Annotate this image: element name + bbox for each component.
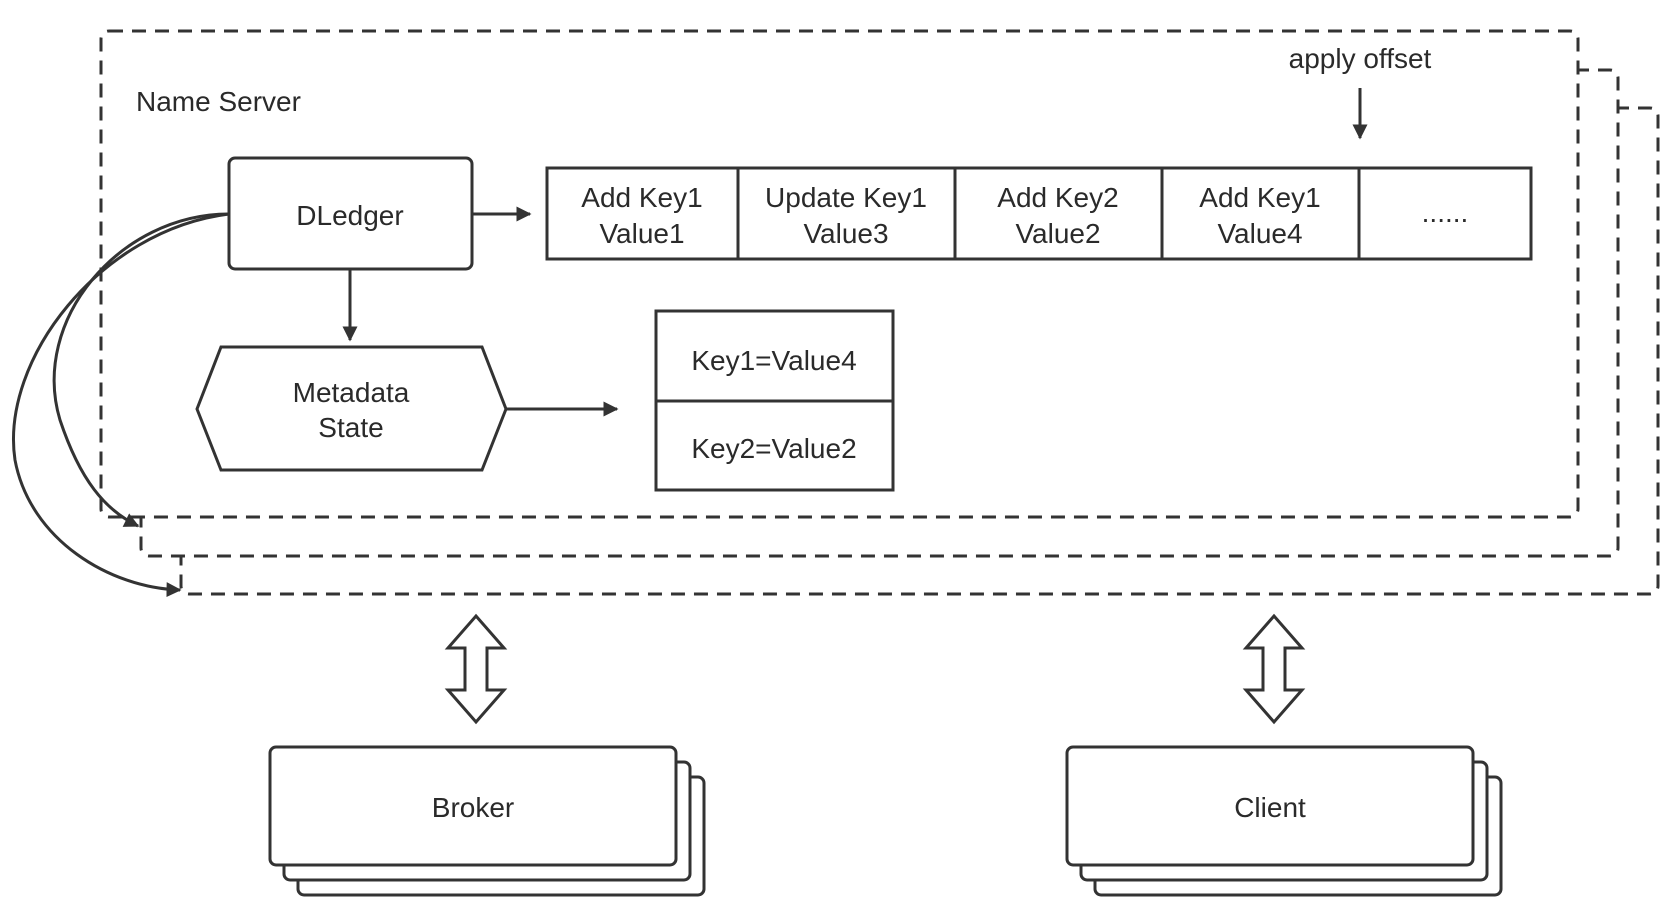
state-entry: Key1=Value4 [691, 345, 856, 376]
name-server-title: Name Server [136, 86, 301, 117]
log-entry-line2: Value1 [599, 218, 684, 249]
client-box [1065, 745, 1475, 867]
state-entry: Key2=Value2 [691, 433, 856, 464]
log-entry-line1: Update Key1 [765, 182, 927, 213]
replication-arrow-2 [12, 212, 230, 598]
log-entry: Add Key1 Value1 [581, 182, 702, 249]
dledger-label: DLedger [296, 200, 403, 231]
log-entry-ellipsis: ...... [1422, 197, 1469, 228]
client-label: Client [1234, 792, 1306, 823]
client-link-arrow [1242, 613, 1306, 725]
metadata-state-line2: State [318, 412, 383, 443]
apply-offset-label: apply offset [1289, 43, 1432, 74]
broker-link-arrow [444, 613, 508, 725]
metadata-state-shape [195, 345, 508, 472]
log-strip [545, 166, 1533, 261]
log-entry-line2: Value4 [1217, 218, 1302, 249]
log-entry-line2: Value3 [803, 218, 888, 249]
replication-arrow-1 [52, 212, 230, 528]
broker-box [268, 745, 678, 867]
metadata-state-line1: Metadata [293, 377, 410, 408]
log-entry: Update Key1 Value3 [765, 182, 927, 249]
log-entry: Add Key2 Value2 [997, 182, 1118, 249]
log-entry: Add Key1 Value4 [1199, 182, 1320, 249]
broker-label: Broker [432, 792, 514, 823]
log-entry-line2: Value2 [1015, 218, 1100, 249]
log-entry-line1: Add Key1 [581, 182, 702, 213]
log-entry-line1: Add Key1 [1199, 182, 1320, 213]
log-entry-line1: ...... [1422, 197, 1469, 228]
log-entry-line1: Add Key2 [997, 182, 1118, 213]
